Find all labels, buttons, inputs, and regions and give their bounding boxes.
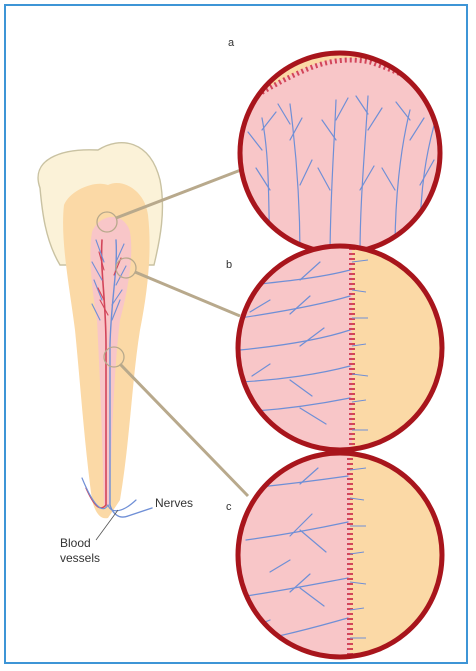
label-nerves: Nerves	[155, 496, 193, 510]
label-blood-line2: vessels	[60, 551, 100, 565]
tooth-illustration	[38, 143, 162, 519]
label-b: b	[226, 259, 232, 271]
magnified-view-circle-c	[230, 450, 462, 670]
leader-line-b	[135, 272, 240, 316]
leader-line-c	[120, 364, 248, 496]
magnified-view-circle-a	[230, 40, 460, 270]
label-c: c	[226, 501, 232, 513]
label-blood-line1: Blood	[60, 536, 91, 550]
label-a: a	[228, 37, 235, 49]
magnified-view-circle-b	[230, 240, 462, 460]
